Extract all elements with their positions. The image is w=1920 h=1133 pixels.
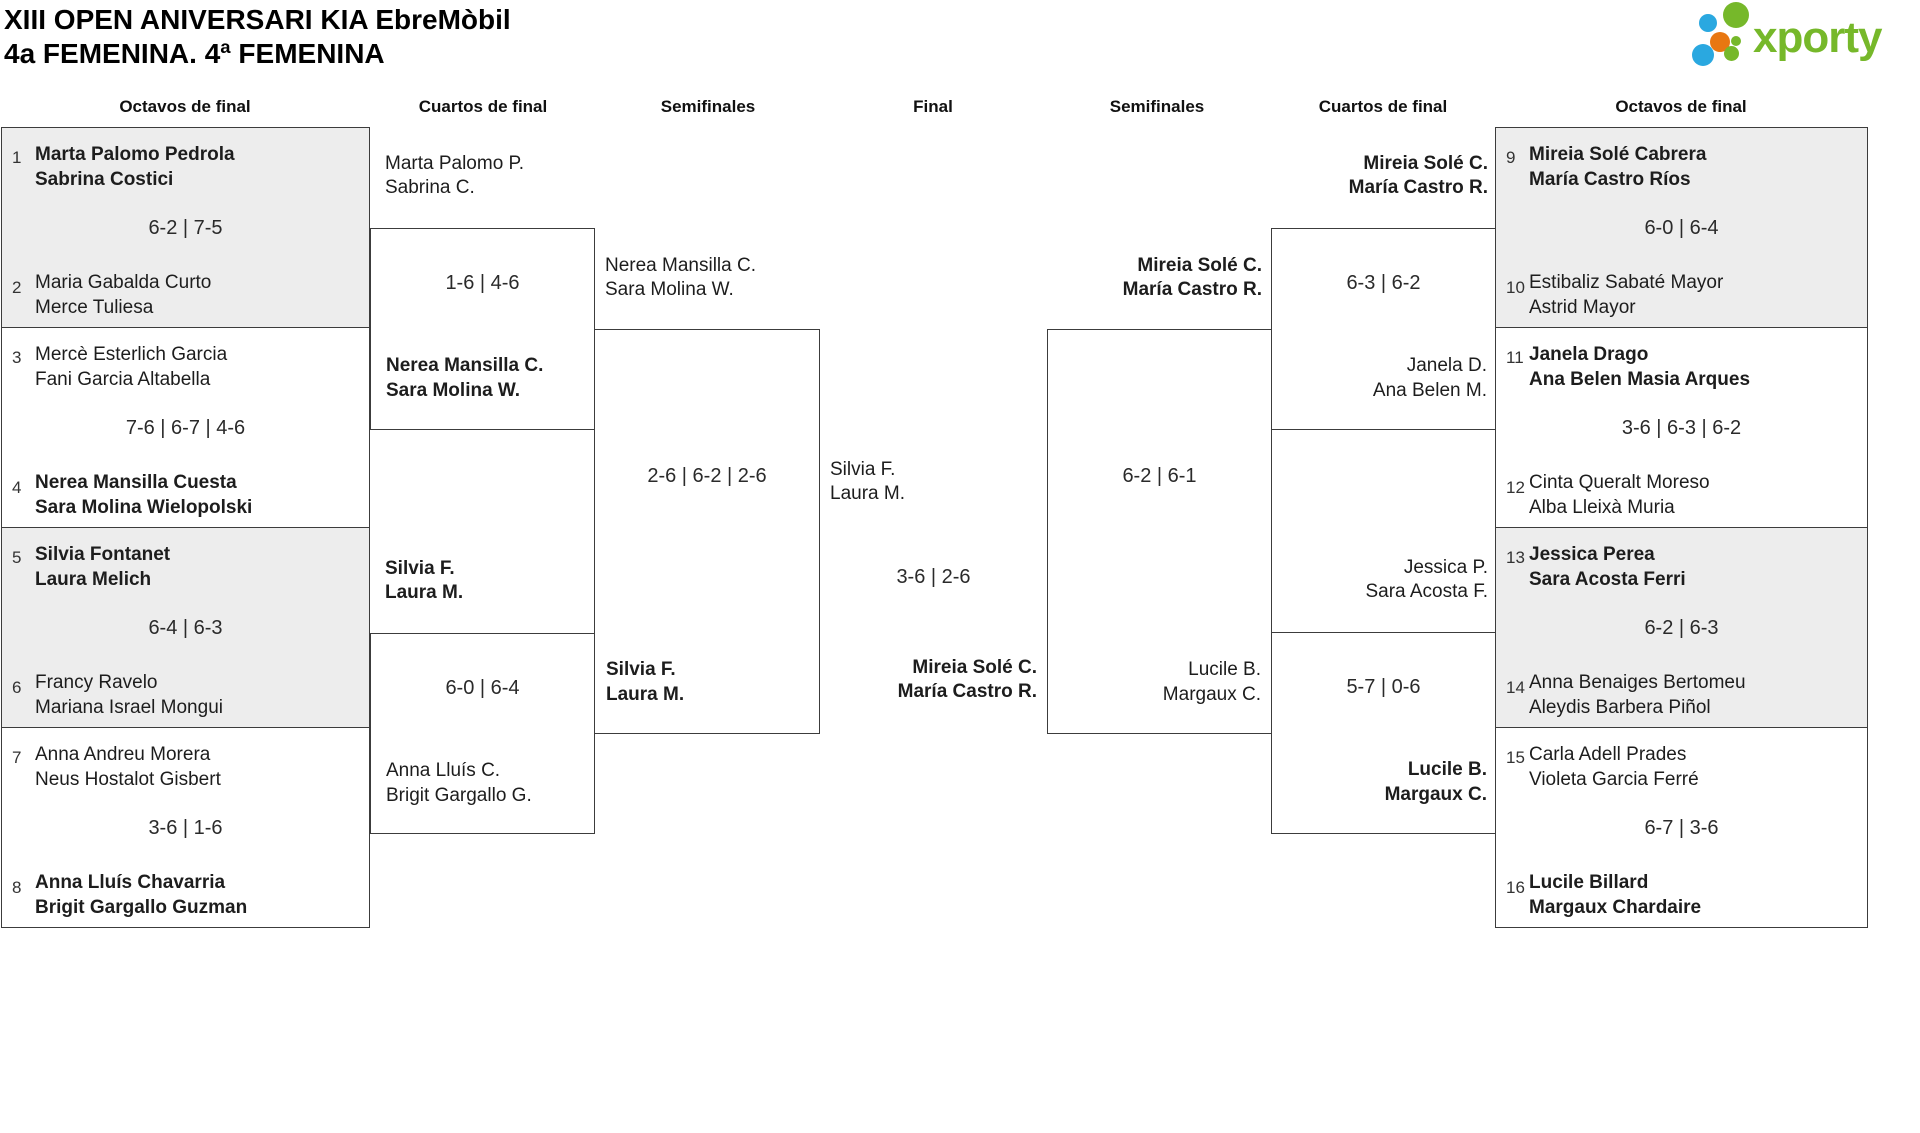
team-names: Lucile B. Margaux C. [1384,759,1487,805]
logo-wordmark: xporty [1753,13,1882,62]
seed-number: 4 [12,478,22,497]
team-names: Lucile Billard Margaux Chardaire [1529,872,1702,918]
team-names: Mireia Solé C. María Castro R. [1122,255,1262,300]
team-names: Mireia Solé C. María Castro R. [1348,153,1488,198]
seed-number: 5 [12,548,22,567]
match-score: 6-2 | 6-1 [1122,465,1197,487]
seed-number: 8 [12,878,22,897]
match-box-octavos-r1: 9 Mireia Solé Cabrera María Castro Ríos … [1495,127,1868,328]
match-box-cuartos-r2: 5-7 | 0-6 Lucile B. Margaux C. [1271,632,1496,834]
round-label-octavos-right: Octavos de final [1615,97,1747,116]
match-score: 6-2 | 6-3 [1644,617,1719,639]
match-box-octavos-r2: 11 Janela Drago Ana Belen Masia Arques 3… [1495,327,1868,528]
category-name: 4a FEMENINA. 4ª FEMENINA [4,38,385,69]
match-score: 5-7 | 0-6 [1346,676,1421,698]
round-label-semis-right: Semifinales [1109,97,1205,116]
seed-number: 11 [1506,348,1524,367]
team-names: Janela D. Ana Belen M. [1372,355,1487,401]
team-names: Marta Palomo P. Sabrina C. [385,153,525,198]
round-label-semis-left: Semifinales [660,97,756,116]
seed-number: 13 [1506,548,1525,567]
round-label-cuartos-right: Cuartos de final [1318,97,1448,116]
logo-dot-blue-small-icon [1699,14,1717,32]
seed-number: 2 [12,278,22,297]
match-box-octavos-l1: 1 Marta Palomo Pedrola Sabrina Costici 6… [1,127,370,328]
round-label-octavos-left: Octavos de final [119,97,251,116]
team-names: Maria Gabalda Curto Merce Tuliesa [35,272,212,318]
match-score: 3-6 | 6-3 | 6-2 [1621,417,1742,439]
logo-dot-green-medium-icon [1724,46,1739,61]
match-score: 6-2 | 7-5 [148,217,223,239]
team-names: Cinta Queralt Moreso Alba Lleixà Muria [1529,472,1710,518]
match-score: 2-6 | 6-2 | 2-6 [647,465,767,487]
match-score: 3-6 | 1-6 [148,817,223,839]
seed-number: 12 [1506,478,1525,497]
xporty-logo[interactable]: xporty [1690,0,1915,70]
match-box-semifinal-right: 6-2 | 6-1 Lucile B. Margaux C. [1047,329,1272,734]
match-box-octavos-r4: 15 Carla Adell Prades Violeta Garcia Fer… [1495,727,1868,928]
match-box-octavos-l3: 5 Silvia Fontanet Laura Melich 6-4 | 6-3… [1,527,370,728]
team-names: Silvia F. Laura M. [606,659,685,705]
logo-dot-blue-large-icon [1692,44,1714,66]
seed-number: 16 [1506,878,1525,897]
team-names: Anna Andreu Morera Neus Hostalot Gisbert [35,744,221,790]
team-names: Silvia Fontanet Laura Melich [35,544,171,590]
team-names: Mireia Solé Cabrera María Castro Ríos [1529,144,1707,190]
match-score: 6-0 | 6-4 [1644,217,1719,239]
team-names: Mireia Solé C. María Castro R. [897,657,1037,702]
match-score: 7-6 | 6-7 | 4-6 [125,417,246,439]
team-names: Marta Palomo Pedrola Sabrina Costici [35,144,235,190]
seed-number: 14 [1506,678,1525,697]
team-names: Lucile B. Margaux C. [1162,659,1261,705]
logo-dot-orange-icon [1710,32,1730,52]
match-score: 6-3 | 6-2 [1346,272,1421,294]
team-names: Silvia F. Laura M. [385,558,464,603]
match-score: 6-4 | 6-3 [148,617,223,639]
match-box-octavos-r3: 13 Jessica Perea Sara Acosta Ferri 6-2 |… [1495,527,1868,728]
team-names: Nerea Mansilla C. Sara Molina W. [386,355,544,401]
page-title: XIII OPEN ANIVERSARI KIA EbreMòbil 4a FE… [4,3,511,71]
team-names: Anna Benaiges Bertomeu Aleydis Barbera P… [1529,672,1746,718]
match-box-octavos-l2: 3 Mercè Esterlich Garcia Fani Garcia Alt… [1,327,370,528]
match-score: 1-6 | 4-6 [445,272,520,294]
team-names: Carla Adell Prades Violeta Garcia Ferré [1529,744,1699,790]
seed-number: 3 [12,348,22,367]
round-label-final: Final [913,97,953,116]
seed-number: 7 [12,748,22,767]
match-score: 6-0 | 6-4 [445,677,520,699]
team-names: Silvia F. Laura M. [830,459,905,504]
match-box-cuartos-l2: 6-0 | 6-4 Anna Lluís C. Brigit Gargallo … [370,633,595,834]
match-box-cuartos-l1: 1-6 | 4-6 Nerea Mansilla C. Sara Molina … [370,228,595,430]
tournament-name: XIII OPEN ANIVERSARI KIA EbreMòbil [4,4,511,35]
team-names: Anna Lluís C. Brigit Gargallo G. [386,760,532,806]
round-label-cuartos-left: Cuartos de final [418,97,548,116]
match-score: 6-7 | 3-6 [1644,817,1719,839]
team-names: Jessica P. Sara Acosta F. [1365,557,1488,602]
match-box-cuartos-r1: 6-3 | 6-2 Janela D. Ana Belen M. [1271,228,1496,430]
team-names: Anna Lluís Chavarria Brigit Gargallo Guz… [35,872,248,918]
match-box-octavos-l4: 7 Anna Andreu Morera Neus Hostalot Gisbe… [1,727,370,928]
seed-number: 9 [1506,148,1516,167]
match-score: 3-6 | 2-6 [896,566,971,588]
team-names: Francy Ravelo Mariana Israel Mongui [35,672,223,718]
seed-number: 6 [12,678,22,697]
team-names: Nerea Mansilla Cuesta Sara Molina Wielop… [35,472,253,518]
match-box-semifinal-left: 2-6 | 6-2 | 2-6 Silvia F. Laura M. [594,329,820,734]
seed-number: 15 [1506,748,1525,767]
team-names: Estibaliz Sabaté Mayor Astrid Mayor [1529,272,1724,318]
team-names: Nerea Mansilla C. Sara Molina W. [605,255,756,300]
team-names: Janela Drago Ana Belen Masia Arques [1529,344,1751,390]
logo-dot-green-tiny-icon [1731,36,1741,46]
team-names: Mercè Esterlich Garcia Fani Garcia Altab… [35,344,228,390]
logo-dot-green-large-icon [1723,2,1749,28]
team-names: Jessica Perea Sara Acosta Ferri [1529,544,1686,590]
seed-number: 1 [12,148,22,167]
seed-number: 10 [1506,278,1525,297]
